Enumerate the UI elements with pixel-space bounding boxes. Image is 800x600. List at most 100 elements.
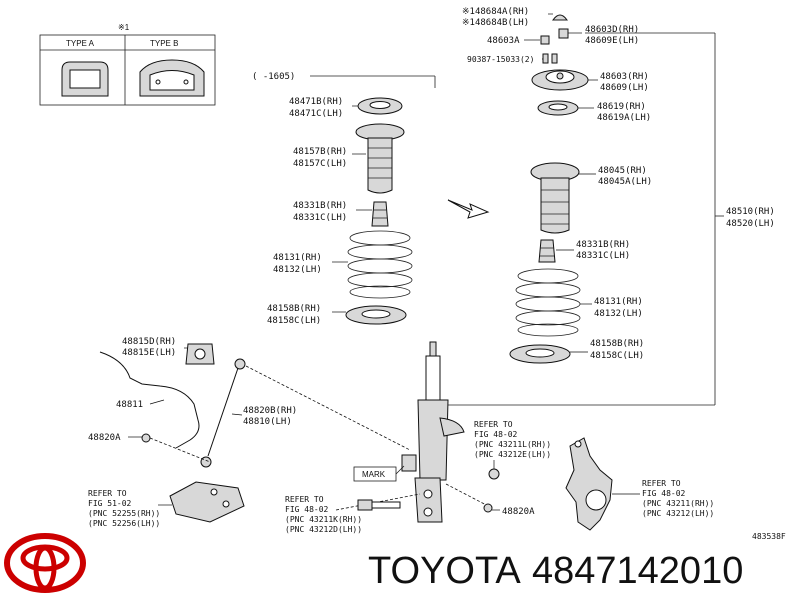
refer-note-2: REFER TO FIG 48-02 (PNC 43211K(RH)) (PNC… — [285, 495, 362, 534]
refer2-line3: (PNC 43211K(RH)) — [285, 515, 362, 524]
label-48820a-right: 48820A — [502, 507, 535, 517]
brand-name: TOYOTA — [368, 550, 521, 592]
refer1-line3: (PNC 52255(RH)) — [88, 509, 160, 518]
label-48520: 48520(LH) — [726, 219, 775, 229]
refer3-line1: REFER TO — [474, 420, 513, 429]
type-b-label: TYPE B — [150, 39, 178, 48]
stabilizer-link-48820 — [200, 358, 246, 468]
label-48609: 48609(LH) — [600, 83, 649, 93]
refer3-line3: (PNC 43211L(RH)) — [474, 440, 551, 449]
label-48471b: 48471B(RH) — [289, 97, 343, 107]
refer4-line2: FIG 48-02 — [642, 489, 686, 498]
cap-148684 — [552, 14, 568, 21]
refer4-line3: (PNC 43211(RH)) — [642, 499, 714, 508]
refer3-line2: FIG 48-02 — [474, 430, 518, 439]
label-48603a: 48603A — [487, 36, 520, 46]
date-range-label: ( -1605) — [252, 72, 295, 82]
center-stack: 48471B(RH) 48471C(LH) 48157B(RH) 48157C(… — [267, 97, 413, 326]
spring-seat-48045 — [530, 162, 580, 234]
refer2-line1: REFER TO — [285, 495, 324, 504]
refer2-line2: FIG 48-02 — [285, 505, 329, 514]
label-48619a: 48619A(LH) — [597, 113, 651, 123]
nut-48603d — [558, 28, 569, 39]
label-48471c: 48471C(LH) — [289, 109, 343, 119]
refer3-line4: (PNC 43212E(LH)) — [474, 450, 551, 459]
refer-note-3: REFER TO FIG 48-02 (PNC 43211L(RH)) (PNC… — [474, 420, 551, 469]
refer4-line1: REFER TO — [642, 479, 681, 488]
label-148684b: ※148684B(LH) — [462, 18, 529, 28]
label-48158c-right: 48158C(LH) — [590, 351, 644, 361]
label-48603: 48603(RH) — [600, 72, 649, 82]
mark-callout: MARK — [353, 465, 405, 482]
label-48810: 48810(LH) — [243, 417, 292, 427]
label-48331b-right: 48331B(RH) — [576, 240, 630, 250]
refer2-line4: (PNC 43212D(LH)) — [285, 525, 362, 534]
diagram-id: 483538F — [752, 532, 786, 541]
stabilizer-assembly: 48815D(RH) 48815E(LH) 48811 48820B(RH) 4… — [88, 337, 297, 523]
label-48815d: 48815D(RH) — [122, 337, 176, 347]
bump-stop-right — [538, 239, 556, 263]
arrow-icon — [447, 199, 490, 219]
bellows-center — [355, 123, 405, 194]
bearing-48619 — [537, 100, 579, 116]
label-48331c-center: 48331C(LH) — [293, 213, 347, 223]
label-48045a: 48045A(LH) — [598, 177, 652, 187]
refer4-line4: (PNC 43212(LH)) — [642, 509, 714, 518]
strut-assembly — [401, 341, 465, 523]
type-a-part — [61, 61, 109, 97]
label-48157c: 48157C(LH) — [293, 159, 347, 169]
coil-spring-right — [515, 268, 581, 337]
lower-bracket-plate — [169, 481, 245, 523]
type-b-part — [139, 59, 205, 97]
label-48820b: 48820B(RH) — [243, 406, 297, 416]
label-48815e: 48815E(LH) — [122, 348, 176, 358]
label-48820a-left: 48820A — [88, 433, 121, 443]
label-48331c-right: 48331C(LH) — [576, 251, 630, 261]
label-48811: 48811 — [116, 400, 143, 410]
label-90387: 90387-15033(2) — [467, 55, 534, 64]
nut-48820a-left — [141, 433, 151, 443]
label-48131-center: 48131(RH) — [273, 253, 322, 263]
refer-note-4: REFER TO FIG 48-02 (PNC 43211(RH)) (PNC … — [642, 479, 714, 518]
refer1-line4: (PNC 52256(LH)) — [88, 519, 160, 528]
type-table: ※1 TYPE A TYPE B — [39, 23, 216, 106]
coil-spring-center — [347, 230, 413, 299]
strut-mount-48603 — [531, 69, 589, 91]
label-148684a: ※148684A(RH) — [462, 7, 529, 17]
dashed-line-nut — [149, 437, 211, 463]
nut-43211l — [488, 468, 500, 480]
mark-label: MARK — [362, 470, 386, 479]
label-48157b: 48157B(RH) — [293, 147, 347, 157]
refer-note-1: REFER TO FIG 51-02 (PNC 52255(RH)) (PNC … — [88, 489, 172, 528]
nut-48820a-right — [483, 503, 493, 513]
bolts-90387 — [542, 53, 558, 64]
label-48131-right: 48131(RH) — [594, 297, 643, 307]
label-48158b-center: 48158B(RH) — [267, 304, 321, 314]
label-48158b-right: 48158B(RH) — [590, 339, 644, 349]
bump-stop-center — [371, 201, 389, 227]
nut-48603a — [540, 35, 550, 45]
dashed-line-link — [245, 365, 411, 451]
dashed-line-lower — [445, 483, 493, 509]
label-48132-center: 48132(LH) — [273, 265, 322, 275]
lower-insulator-center — [345, 305, 407, 325]
type-table-mark: ※1 — [118, 23, 130, 32]
label-48609e: 48609E(LH) — [585, 36, 639, 46]
label-48331b-center: 48331B(RH) — [293, 201, 347, 211]
label-48603d: 48603D(RH) — [585, 25, 639, 35]
refer1-line2: FIG 51-02 — [88, 499, 132, 508]
label-48045: 48045(RH) — [598, 166, 647, 176]
right-stack: ※148684A(RH) ※148684B(LH) 48603D(RH) 486… — [440, 7, 775, 406]
refer1-line1: REFER TO — [88, 489, 127, 498]
bushing-48815 — [185, 343, 215, 365]
lower-insulator-right — [509, 344, 571, 364]
type-a-label: TYPE A — [66, 39, 95, 48]
steering-knuckle — [565, 437, 640, 531]
part-number: 4847142010 — [532, 550, 743, 592]
label-48619: 48619(RH) — [597, 102, 646, 112]
label-48132-right: 48132(LH) — [594, 309, 643, 319]
label-48158c-center: 48158C(LH) — [267, 316, 321, 326]
bolt-43211k — [357, 499, 401, 511]
date-range-bracket: ( -1605) — [252, 72, 436, 88]
